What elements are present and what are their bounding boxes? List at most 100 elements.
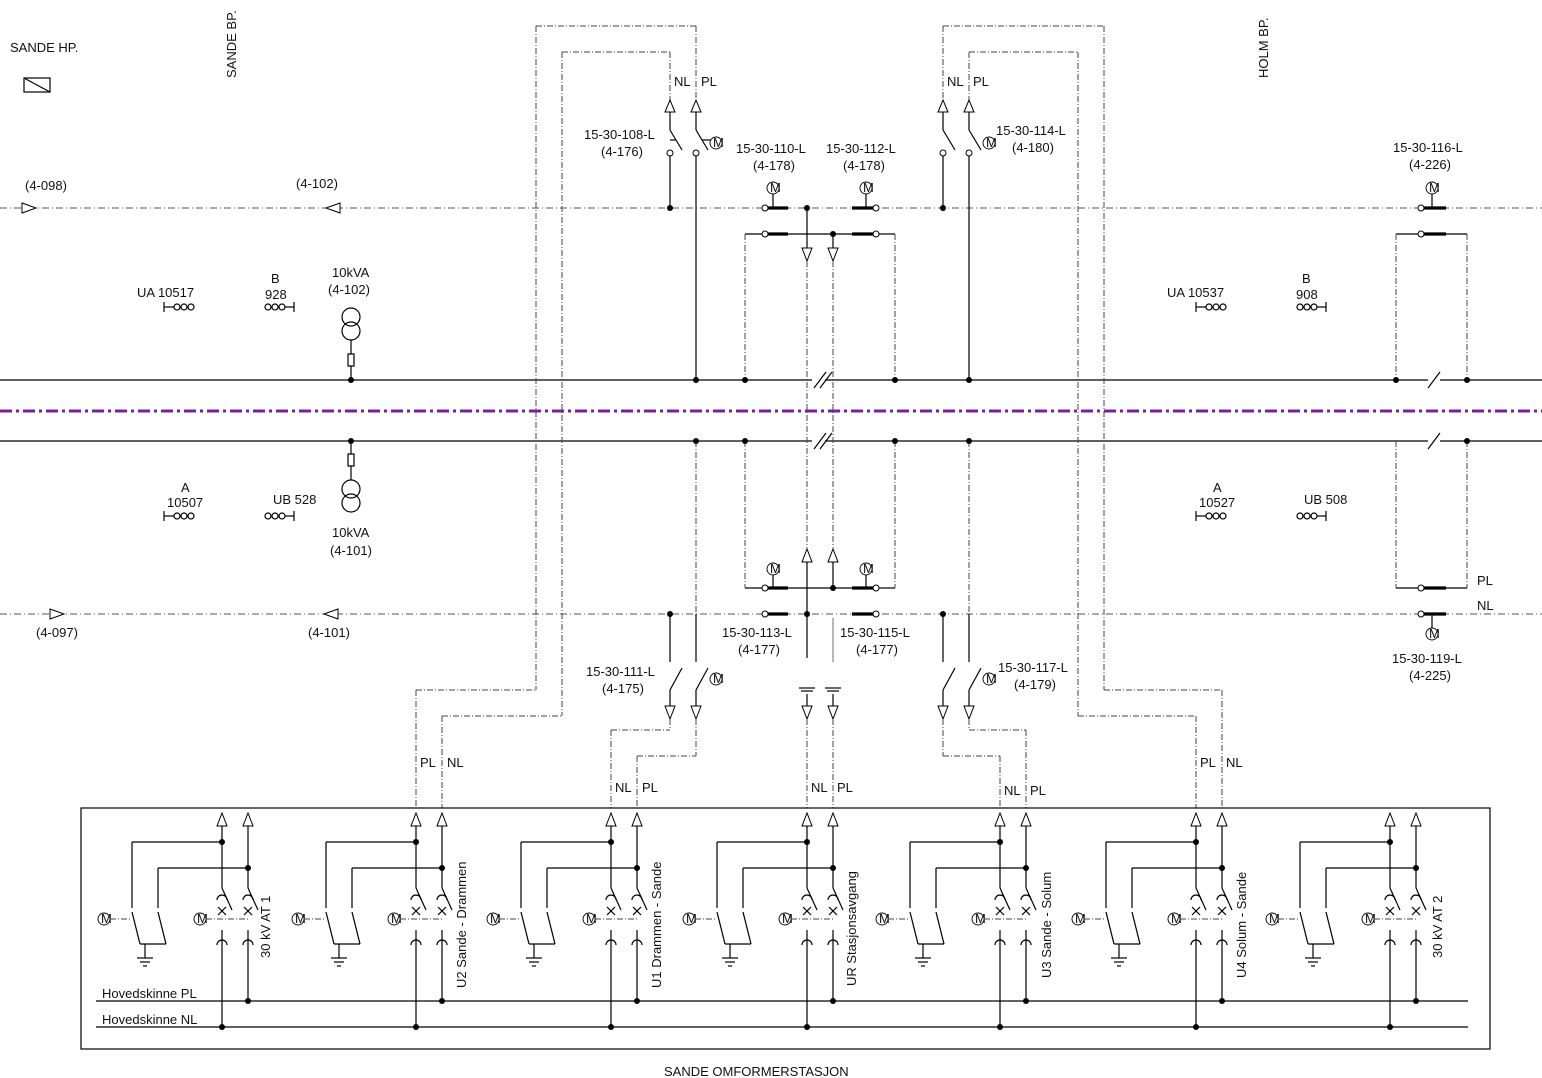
- bay-7-bus-dot-nl: [1387, 1024, 1393, 1030]
- bay-1-breaker-cross-b: [243, 906, 253, 916]
- bay-3-disc-blade-b: [546, 911, 556, 945]
- svg-text:M: M: [770, 180, 781, 195]
- bay-4-arrow-0: [801, 811, 813, 827]
- switch-113-ref: (4-177): [738, 642, 780, 657]
- switch-114-ref: (4-180): [1012, 140, 1054, 155]
- bay-6-breaker-cross-b: [1191, 906, 1201, 916]
- bay-6-tap-dot-b: [1219, 865, 1225, 871]
- bay-4-motor-brk-label: M: [782, 911, 793, 926]
- label-ub508: UB 508: [1304, 492, 1347, 507]
- bay-4-bus-dot-nl: [804, 1024, 810, 1030]
- bay-7-breaker-cross-b: [1385, 906, 1395, 916]
- bay-4-disc-blade-a: [716, 911, 726, 945]
- switch-111-label: 15-30-111-L: [586, 664, 655, 679]
- label-10527: 10527: [1199, 495, 1235, 510]
- label-b-left: B: [271, 271, 280, 286]
- switch-119-ref: (4-225): [1409, 668, 1451, 683]
- bay-5-arrow-0: [994, 811, 1006, 827]
- bay-3-breaker-cross-b: [632, 906, 642, 916]
- bay-5-plug-upper: [1020, 894, 1032, 901]
- bay-1-disc-blade-a: [131, 911, 141, 945]
- nl-label-right: NL: [1477, 598, 1494, 613]
- label-sande-hp: SANDE HP.: [10, 40, 78, 55]
- bay-2-arrow-1: [436, 811, 448, 827]
- bay-7-disc-blade-a: [1299, 911, 1309, 945]
- bay-7-arrow-0: [1384, 811, 1396, 827]
- feeder-label-at1: 30 kV AT 1: [258, 896, 273, 958]
- switch-116-label: 15-30-116-L: [1393, 140, 1463, 155]
- ref-4-098: (4-098): [25, 178, 67, 193]
- switch-111-ref: (4-175): [602, 681, 644, 696]
- bay-6-disc-blade-b: [1131, 911, 1141, 945]
- label-b-right: B: [1302, 271, 1311, 286]
- bay-3-breaker-cross-b: [606, 906, 616, 916]
- bay-4-breaker-cross-b: [802, 906, 812, 916]
- switch-112-label: 15-30-112-L: [826, 141, 896, 156]
- bay-6-bus-dot-nl: [1193, 1024, 1199, 1030]
- bay-7-tap-dot-b: [1413, 865, 1419, 871]
- label-ua10517: UA 10517: [137, 285, 194, 300]
- bay-6-motor-disc-label: M: [1075, 911, 1086, 926]
- bay-3-plug-upper: [605, 894, 617, 901]
- bay-2-plug-upper: [410, 894, 422, 901]
- bay-7-plug-upper: [1410, 894, 1422, 901]
- label-a-right: A: [1213, 480, 1222, 495]
- feeder-label-u1: U1 Drammen - Sande: [649, 862, 664, 988]
- transformer-top-rating: 10kVA: [332, 265, 370, 280]
- bay-1-tap-dot-b: [245, 865, 251, 871]
- busbar-pl-label: Hovedskinne PL: [102, 986, 197, 1001]
- switch-110-label: 15-30-110-L: [736, 141, 806, 156]
- switch-116-ref: (4-226): [1409, 157, 1451, 172]
- bay-6-disc-blade-a: [1105, 911, 1115, 945]
- bay-4-tap-dot-b: [830, 865, 836, 871]
- nl-label-ur: NL: [811, 780, 828, 795]
- bay-3-arrow-1: [631, 811, 643, 827]
- switch-113-label: 15-30-113-L: [722, 625, 792, 640]
- switch-114-label: 15-30-114-L: [996, 123, 1066, 138]
- bay-6-arrow-1: [1216, 811, 1228, 827]
- bay-2-bus-dot-nl: [413, 1024, 419, 1030]
- bay-2-arrow-0: [410, 811, 422, 827]
- bay-1-bus-dot-pl: [245, 998, 251, 1004]
- bay-1-breaker-cross-b: [217, 906, 227, 916]
- pl-label-114: PL: [973, 74, 989, 89]
- bay-2-disc-blade-a: [325, 911, 335, 945]
- pl-label-u3: PL: [1030, 783, 1046, 798]
- bay-6-arrow-0: [1190, 811, 1202, 827]
- bay-2-tap-dot-a: [413, 839, 419, 845]
- feeder-label-u4: U4 Solum - Sande: [1234, 872, 1249, 978]
- bay-5-tap-dot-a: [997, 839, 1003, 845]
- switch-112-ref: (4-178): [843, 158, 885, 173]
- bay-2-motor-brk-label: M: [391, 911, 402, 926]
- pl-label-u1: PL: [642, 780, 658, 795]
- feeder-label-at2: 30 kV AT 2: [1430, 896, 1445, 958]
- bay-6-bus-dot-pl: [1219, 998, 1225, 1004]
- svg-text:M: M: [713, 135, 724, 150]
- bay-7-tap-dot-a: [1387, 839, 1393, 845]
- bay-1-arrow-0: [216, 811, 228, 827]
- bay-2-disc-blade-b: [351, 911, 361, 945]
- label-10507: 10507: [167, 495, 203, 510]
- bay-3-tap-dot-b: [634, 865, 640, 871]
- bay-1-disc-blade-b: [157, 911, 167, 945]
- label-a-left: A: [181, 480, 190, 495]
- bay-5-breaker-cross-b: [995, 906, 1005, 916]
- label-sande-bp: SANDE BP.: [224, 10, 239, 78]
- nl-label-u4: NL: [1226, 755, 1243, 770]
- nl-label-114: NL: [947, 74, 964, 89]
- bay-4-plug-upper: [801, 894, 813, 901]
- bay-4-arrow-1: [827, 811, 839, 827]
- label-ua10537: UA 10537: [1167, 285, 1224, 300]
- switch-119-label: 15-30-119-L: [1392, 651, 1462, 666]
- diagram-lines: M M M M: [0, 25, 1542, 1050]
- bay-3-motor-brk-label: M: [586, 911, 597, 926]
- label-908: 908: [1296, 287, 1318, 302]
- bay-4-plug-upper: [827, 894, 839, 901]
- svg-text:M: M: [1429, 626, 1440, 641]
- ref-4-101-bot: (4-101): [308, 625, 350, 640]
- bay-4-breaker-cross-b: [828, 906, 838, 916]
- switch-110-ref: (4-178): [753, 158, 795, 173]
- bay-3-bus-dot-nl: [608, 1024, 614, 1030]
